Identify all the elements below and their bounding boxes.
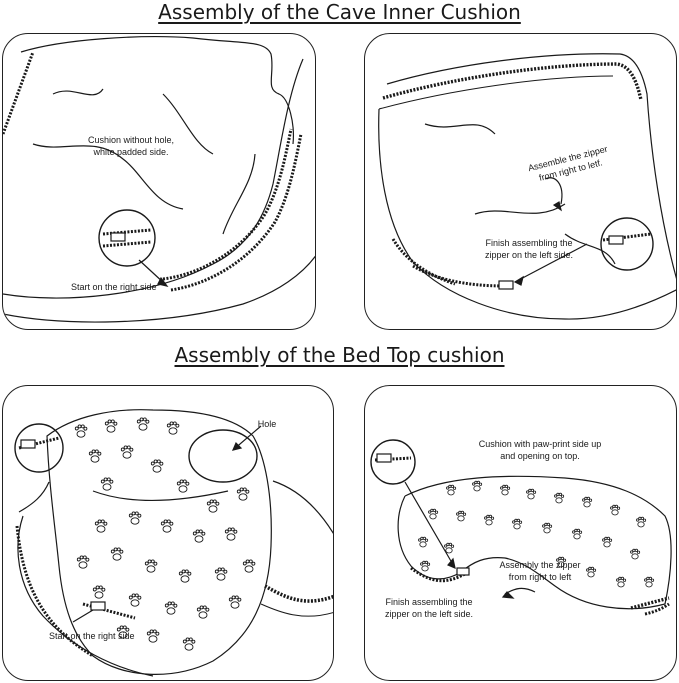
cave-cushion-heading: Assembly of the Cave Inner Cushion (0, 0, 679, 24)
zipper-pull-icon (111, 233, 125, 241)
cushion-note: Cushion without hole, white padded side. (71, 134, 191, 158)
cave-step-finish-panel: Assemble the zipper from right to letf. … (364, 33, 677, 330)
start-note: Start on the right side (71, 281, 191, 293)
zipper-pull-icon (377, 454, 391, 462)
zipper-pull-icon (21, 440, 35, 448)
assemble-note: Assembly the zipper from right to left (485, 559, 595, 583)
cushion-outline (3, 59, 303, 298)
cave-step-start-panel: Cushion without hole, white padded side.… (2, 33, 316, 330)
zipper-track (383, 64, 641, 100)
finish-note: Finish assembling the zipper on the left… (469, 237, 589, 261)
finish-note: Finish assembling the zipper on the left… (369, 596, 489, 620)
hole-label: Hole (249, 418, 285, 430)
bedtop-step-finish-panel: Cushion with paw-print side up and openi… (364, 385, 677, 681)
start-note: Start on the right side (49, 630, 179, 642)
zipper-pull-icon (609, 236, 623, 244)
bedtop-cushion-outline (405, 476, 671, 604)
zipper-track (265, 586, 334, 601)
zipper-detail-circle (99, 210, 155, 266)
bedtop-step-start-panel: Hole Start on the right side (2, 385, 334, 681)
cushion-note: Cushion with paw-print side up and openi… (465, 438, 615, 462)
bedtop-cushion-heading: Assembly of the Bed Top cushion (0, 343, 679, 367)
bedtop-cushion-finish-illustration (365, 386, 677, 681)
